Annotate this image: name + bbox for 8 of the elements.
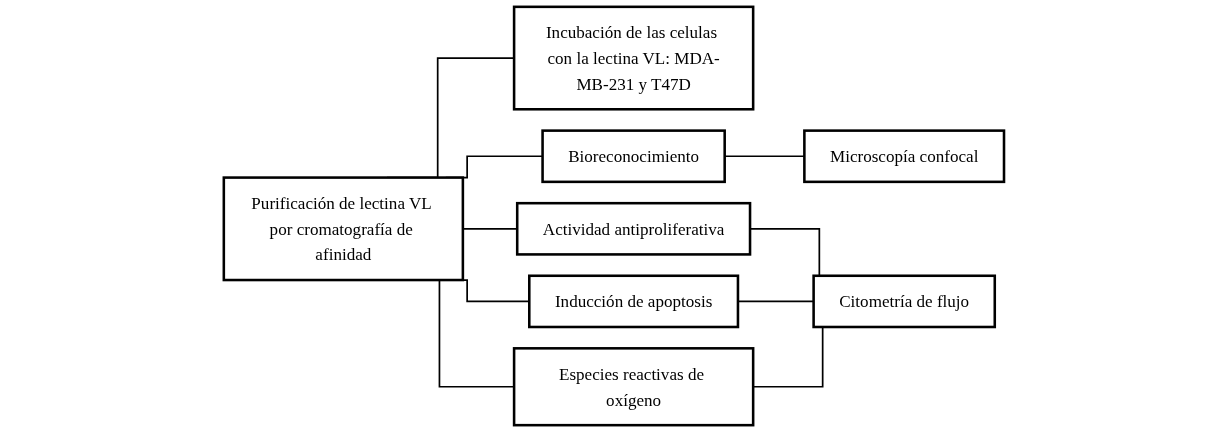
node-box: Incubación de las celulas con la lectina VL: MDA-MB-231 y T47D (512, 5, 754, 111)
node-box: Purificación de lectina VL por cromatografía de afinidad (222, 176, 464, 282)
node-box: Microscopía confocal (802, 129, 1005, 184)
node-box: Inducción de apoptosis (527, 274, 739, 329)
node-box: Bioreconocimiento (540, 129, 726, 184)
node-box: Especies reactivas de oxígeno (512, 347, 754, 427)
node-box: Citometría de flujo (811, 274, 996, 329)
node-box: Actividad antiproliferativa (515, 201, 751, 256)
